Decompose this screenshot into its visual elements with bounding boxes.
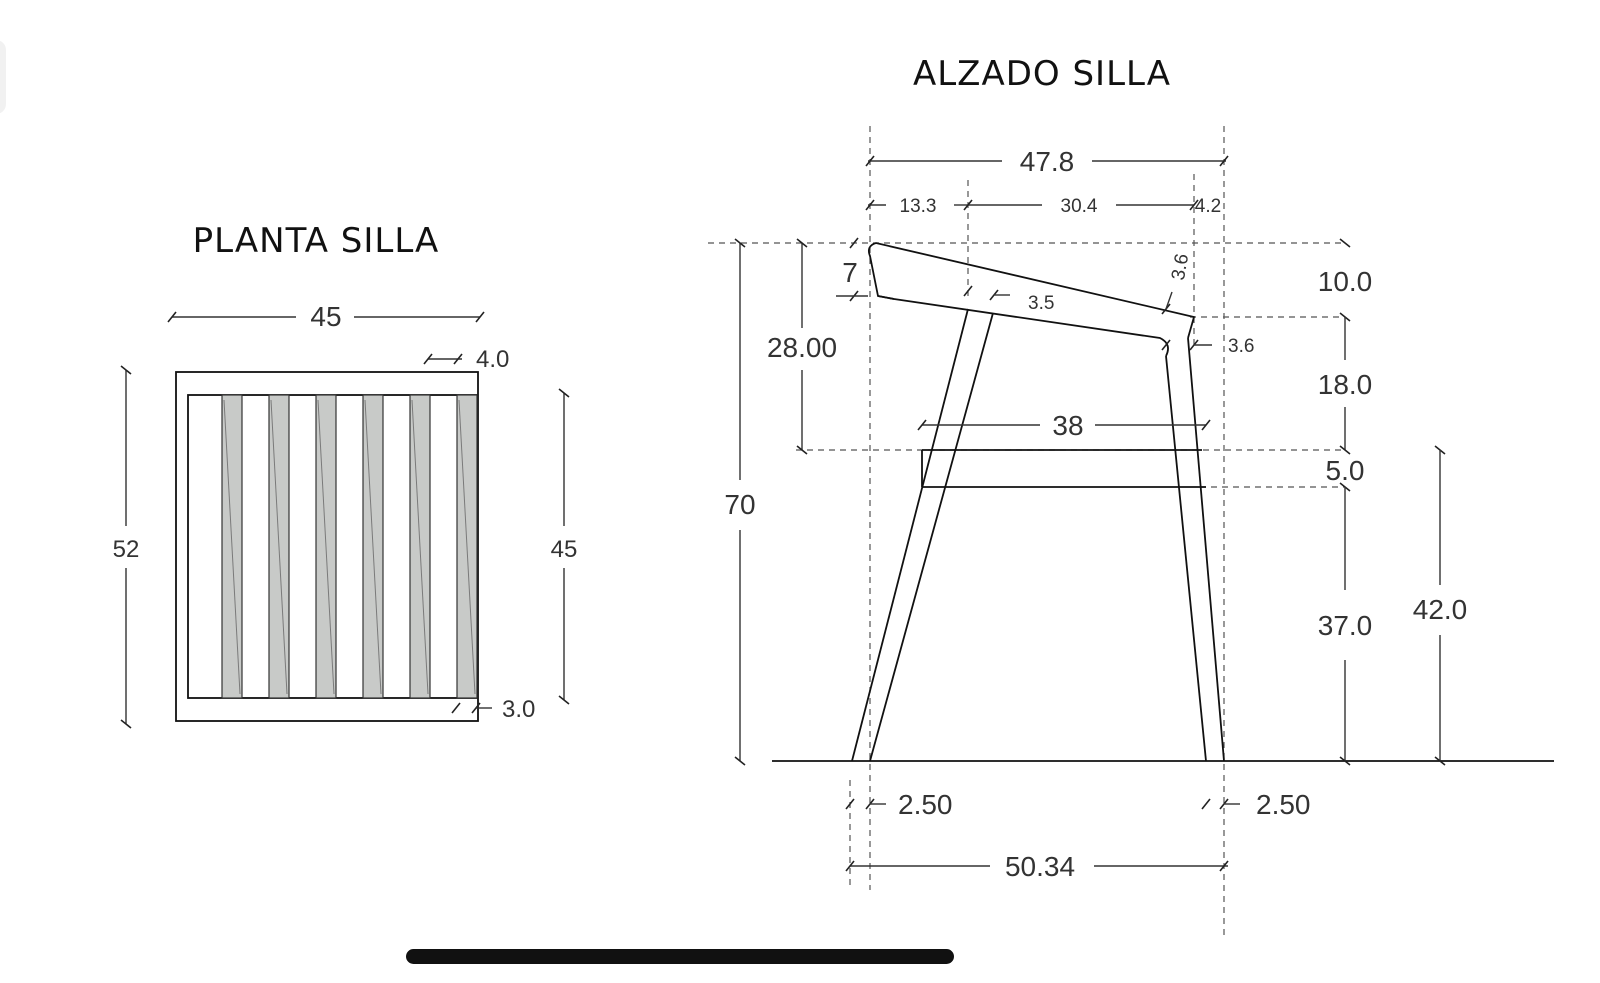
elev-dim-backrest: 7 (836, 237, 868, 302)
plan-dim-seat-depth: 45 (551, 388, 578, 705)
plan-dim-width: 45 (167, 301, 485, 332)
elevation-view: ALZADO SILLA (708, 54, 1554, 935)
plan-outer-frame (175, 371, 479, 722)
elev-back-thickness-label: 3.6 (1168, 252, 1193, 282)
elev-dim-arm-depth: 28.00 (767, 238, 837, 455)
elev-dim-back-leg: 2.50 (1201, 789, 1311, 820)
elev-arm-drop-label: 10.0 (1318, 266, 1373, 297)
elev-seg2-label: 30.4 (1061, 196, 1098, 217)
elev-post-thickness-label: 3.6 (1228, 336, 1254, 357)
home-indicator-bar[interactable] (406, 949, 954, 964)
elev-dim-seat-height: 42.0 (1413, 445, 1468, 766)
plan-dim-frame: 3.0 (451, 696, 535, 723)
elev-arm-thickness-label: 3.5 (1028, 293, 1054, 314)
elev-seat-width-label: 38 (1052, 410, 1083, 441)
elev-seat-height-label: 42.0 (1413, 594, 1468, 625)
elev-dim-top-segments: 13.3 30.4 4.2 (865, 196, 1221, 217)
elev-backrest-label: 7 (842, 257, 858, 288)
elev-base-width-label: 50.34 (1005, 851, 1075, 882)
elev-dim-right-column: 10.0 18.0 5.0 37.0 (1318, 238, 1373, 766)
elev-arm-depth-label: 28.00 (767, 332, 837, 363)
elev-overall-height-label: 70 (724, 489, 755, 520)
plan-title: PLANTA SILLA (193, 221, 440, 261)
elev-seg3-label: 4.2 (1195, 196, 1221, 217)
chair-seat (921, 449, 1206, 488)
plan-dim-depth: 52 (113, 365, 140, 729)
plan-dim-slat: 4.0 (423, 346, 509, 373)
elev-front-leg-label: 2.50 (898, 789, 953, 820)
plan-width-label: 45 (310, 301, 341, 332)
elev-seg1-label: 13.3 (900, 196, 937, 217)
elev-arm-seat-label: 18.0 (1318, 369, 1373, 400)
plan-frame-label: 3.0 (502, 696, 535, 723)
elev-dim-overall-height: 70 (724, 238, 756, 766)
plan-seat-depth-label: 45 (551, 536, 578, 563)
screen-edge-tab (0, 40, 6, 114)
elev-dim-base-width: 50.34 (845, 851, 1229, 882)
elev-seat-under-label: 37.0 (1318, 610, 1373, 641)
plan-depth-label: 52 (113, 536, 140, 563)
elev-dim-front-leg: 2.50 (845, 789, 953, 820)
plan-view: PLANTA SILLA 45 (113, 221, 578, 729)
elev-dim-seat-width: 38 (917, 410, 1211, 441)
plan-slat-label: 4.0 (476, 346, 509, 373)
chair-front-leg (851, 308, 994, 762)
elevation-title: ALZADO SILLA (913, 54, 1171, 94)
elev-dim-back-thickness: 3.6 (1161, 252, 1193, 315)
elev-dim-top-width: 47.8 (865, 146, 1229, 177)
elev-back-leg-label: 2.50 (1256, 789, 1311, 820)
plan-slats (221, 394, 478, 699)
extension-lines (708, 126, 1345, 935)
elev-top-width-label: 47.8 (1020, 146, 1075, 177)
elev-dim-post-thickness: 3.6 (1161, 336, 1254, 357)
elev-seat-thickness-label: 5.0 (1326, 455, 1365, 486)
elev-dim-arm-thickness: 3.5 (963, 285, 1054, 314)
chair-back-leg (1165, 337, 1225, 762)
